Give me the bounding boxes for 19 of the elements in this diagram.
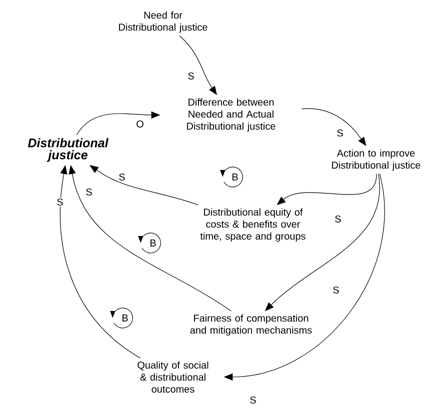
edge-label: S — [56, 197, 64, 207]
node-text: Quality of social & distributional outcomes — [138, 361, 208, 393]
edge-label: S — [248, 395, 258, 405]
node-text: Distributional equity of costs & benefits over time, space and groups — [200, 208, 306, 242]
edge-label: S — [334, 214, 342, 224]
edge-label: S — [84, 187, 94, 197]
loop-label: B — [122, 314, 128, 322]
node-text: Action to improve Distributional justice — [332, 149, 420, 171]
edge-label: S — [186, 71, 196, 81]
loop-label: B — [150, 240, 156, 246]
node-text: Fairness of compensation and mitigation mechanisms — [190, 314, 312, 336]
node-text: Difference between Needed and Actual Distributional justice — [187, 98, 276, 132]
edge-label: O — [135, 119, 145, 129]
loop-label: B — [232, 174, 238, 180]
node-text: Need for Distributional justice — [119, 11, 208, 33]
edge-label: S — [118, 172, 126, 182]
node-text: Distributional justice — [28, 138, 108, 162]
edge-label: S — [336, 128, 344, 138]
edge-label: S — [332, 285, 340, 295]
